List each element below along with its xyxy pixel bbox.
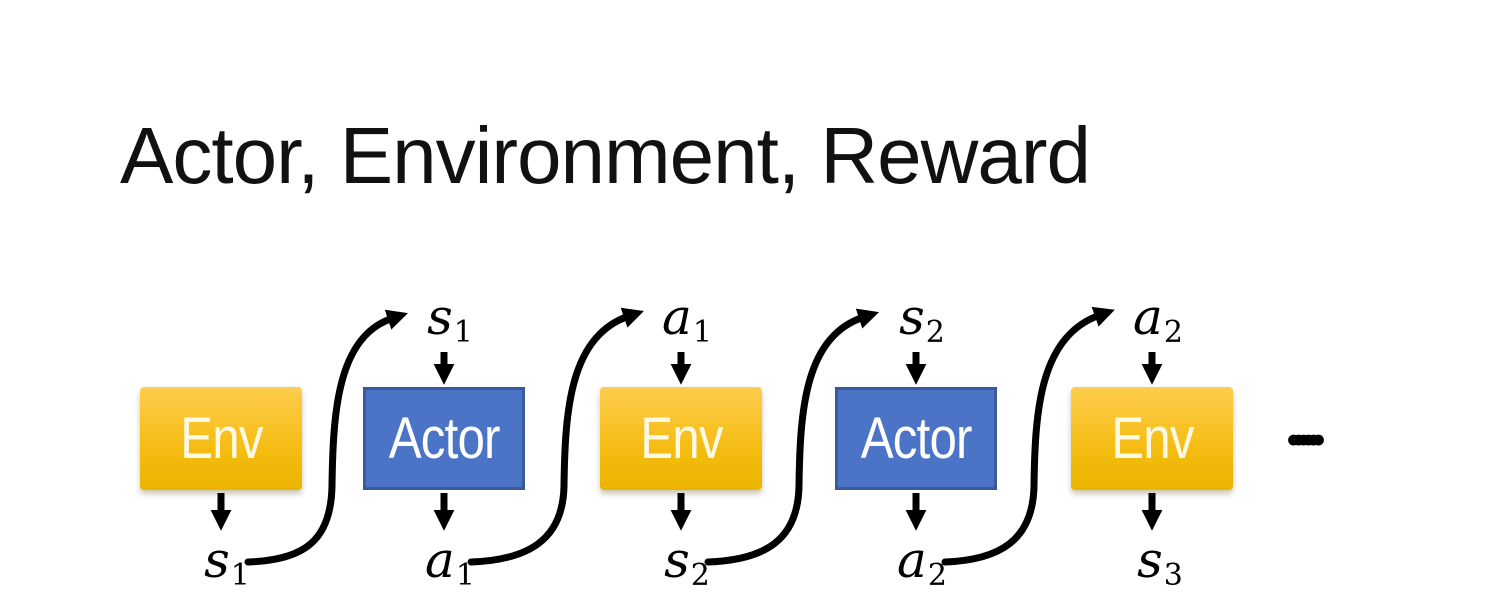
env-box-2: Env (600, 387, 762, 490)
state-subscript: 2 (925, 315, 945, 351)
env-box-3: Env (1071, 387, 1233, 490)
action-label-a2-top: a2 (1133, 292, 1183, 348)
action-subscript: 1 (455, 558, 475, 594)
continuation-ellipsis: •••••• (1286, 418, 1325, 463)
state-subscript: 3 (1163, 558, 1183, 594)
state-label-s2-top: s2 (899, 292, 945, 348)
env-box-3-label: Env (1110, 405, 1194, 471)
action-letter: a (662, 287, 692, 346)
state-subscript: 2 (690, 558, 710, 594)
env-box-2-label: Env (639, 405, 723, 471)
state-letter: s (427, 287, 453, 346)
state-subscript: 1 (230, 558, 250, 594)
actor-box-2-label: Actor (860, 405, 973, 471)
state-label-s2-bottom: s2 (664, 535, 710, 591)
action-subscript: 2 (927, 558, 947, 594)
action-subscript: 2 (1163, 315, 1183, 351)
env-box-1: Env (140, 387, 302, 490)
action-label-a1-bottom: a1 (425, 535, 475, 591)
action-label-a2-bottom: a2 (897, 535, 947, 591)
state-label-s1-top: s1 (427, 292, 473, 348)
action-subscript: 1 (692, 315, 712, 351)
actor-box-1-label: Actor (388, 405, 501, 471)
slide-title: Actor, Environment, Reward (120, 111, 1091, 200)
action-letter: a (425, 530, 455, 589)
state-subscript: 1 (453, 315, 473, 351)
state-letter: s (204, 530, 230, 589)
state-label-s1-bottom: s1 (204, 535, 250, 591)
action-letter: a (897, 530, 927, 589)
state-label-s3-bottom: s3 (1137, 535, 1183, 591)
action-letter: a (1133, 287, 1163, 346)
actor-box-2: Actor (835, 387, 997, 490)
state-letter: s (664, 530, 690, 589)
state-letter: s (899, 287, 925, 346)
state-letter: s (1137, 530, 1163, 589)
action-label-a1-top: a1 (662, 292, 712, 348)
actor-box-1: Actor (363, 387, 525, 490)
env-box-1-label: Env (179, 405, 263, 471)
